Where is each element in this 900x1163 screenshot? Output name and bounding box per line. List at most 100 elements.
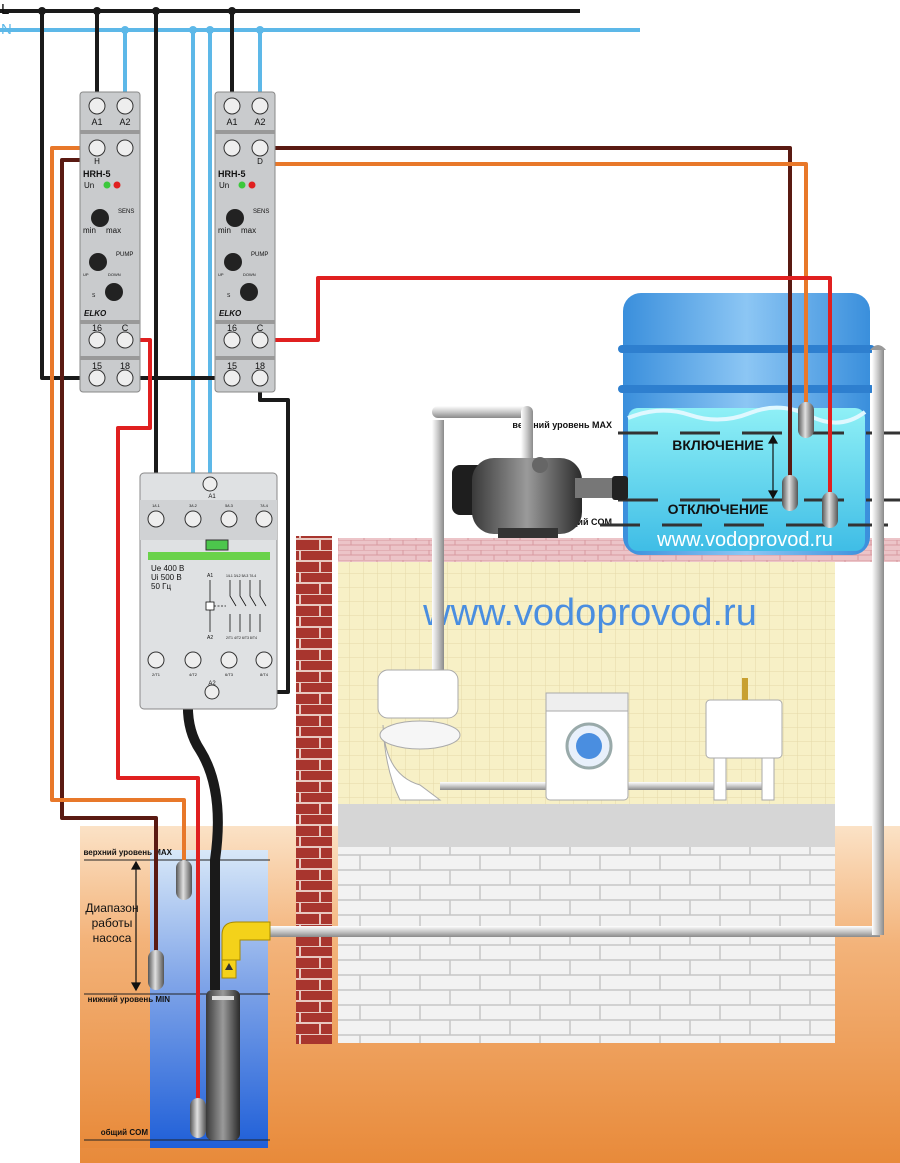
contactor-term-label-3: 5/L3 <box>225 503 234 508</box>
well-range-arrow <box>130 860 142 992</box>
relay2-label-d: D <box>257 157 263 166</box>
contactor-terminal-a2 <box>204 684 220 700</box>
relay2-label-a2: A2 <box>254 117 265 127</box>
contactor-terminal-t1 <box>147 651 165 669</box>
tank-upper-level-label: верхний уровень MAX <box>512 420 612 430</box>
tank-on-label: ВКЛЮЧЕНИЕ <box>672 437 763 453</box>
relay1-led-green <box>103 181 111 189</box>
junction-dots <box>38 7 236 15</box>
relay2-brand: ELKO <box>219 309 242 318</box>
relay1-terminal-l <box>88 139 106 157</box>
relay1-min: min <box>83 226 96 235</box>
relay2-label-a1: A1 <box>226 117 237 127</box>
contactor-terminal-a1 <box>202 476 218 492</box>
relay2-terminal-c <box>251 331 269 349</box>
relay2-model: HRH-5 <box>218 169 246 179</box>
tank-com-label: общий COM <box>559 517 612 527</box>
well-range-label-2: работы <box>92 916 133 930</box>
contactor-terminal-t4 <box>255 651 273 669</box>
relay2-label-16: 16 <box>227 323 237 333</box>
contactor-terminal-t3 <box>220 651 238 669</box>
brick-column <box>296 536 332 1044</box>
relay1-s: S <box>92 293 96 299</box>
contactor-a1-top: A1 <box>208 494 216 500</box>
relay2-pump-switch[interactable] <box>224 253 242 271</box>
relay1-terminal-a2 <box>116 97 134 115</box>
relay1-terminal-c <box>116 331 134 349</box>
relay1-pump-switch[interactable] <box>89 253 107 271</box>
relay1-pump: PUMP <box>116 252 133 258</box>
contactor-ui: Ui 500 В <box>151 573 182 582</box>
relay1-up: UP <box>83 272 89 277</box>
relay2-sens-dial[interactable] <box>226 209 244 227</box>
relay1-terminal-16 <box>88 331 106 349</box>
tank-level-lines <box>600 431 900 527</box>
basement-slab <box>338 802 835 847</box>
relay2-terminal-d <box>251 139 269 157</box>
water-tank: www.vodoprovod.ru <box>618 293 875 555</box>
contactor-indicator <box>205 539 229 551</box>
relay1-model: HRH-5 <box>83 169 111 179</box>
relay2-sens: SENS <box>253 209 269 215</box>
well-lower-label: нижний уровень MIN <box>88 995 171 1004</box>
contactor-sch-bottom: 2/T1 4/T2 6/T3 8/T4 <box>226 636 257 640</box>
well-left-wall <box>80 826 150 1148</box>
contactor-terminal-t2 <box>184 651 202 669</box>
relay2-terminal-a2 <box>251 97 269 115</box>
relay1-terminal-a1 <box>88 97 106 115</box>
level-relay-2: A1 A2 D HRH-5 Un SENS min max PUMP UP DO… <box>214 91 276 393</box>
well-com-label: общий COM <box>101 1128 149 1137</box>
relay2-led-red <box>248 181 256 189</box>
contactor-sch-a2: A2 <box>207 635 213 641</box>
relay2-terminal-18 <box>251 369 269 387</box>
relay1-sens-dial[interactable] <box>91 209 109 227</box>
contactor-hz: 50 Гц <box>151 582 171 591</box>
junction-dots-blue <box>121 26 264 34</box>
relay2-un: Un <box>219 181 229 190</box>
relay1-brand: ELKO <box>84 309 107 318</box>
contactor-terminal-l4 <box>255 510 273 528</box>
relay1-sens: SENS <box>118 209 134 215</box>
contactor-terminal-l3 <box>220 510 238 528</box>
relay2-pump: PUMP <box>251 252 268 258</box>
contactor-green-band <box>148 552 270 560</box>
tank-range-arrow <box>767 434 779 500</box>
float-switches <box>148 402 838 1138</box>
relay2-delay-dial[interactable] <box>240 283 258 301</box>
relay1-label-h: H <box>94 157 100 166</box>
relay2-label-c: C <box>257 323 264 333</box>
level-relay-1: A1 A2 H HRH-5 Un SENS min max PUMP UP DO… <box>79 91 141 393</box>
house-site-label: www.vodoprovod.ru <box>422 592 757 634</box>
neutral-label: N <box>1 21 12 38</box>
tank-off-label: ОТКЛЮЧЕНИЕ <box>668 501 769 517</box>
contactor-terminal-l2 <box>184 510 202 528</box>
contactor-ue: Ue 400 В <box>151 564 184 573</box>
well-upper-label: верхний уровень MAX <box>83 848 172 857</box>
phase-label: L <box>1 1 9 18</box>
contactor-schematic <box>205 580 267 632</box>
surface-pump <box>452 457 628 538</box>
relay1-un: Un <box>84 181 94 190</box>
washing-machine <box>545 692 629 801</box>
relay1-label-a2: A2 <box>119 117 130 127</box>
contactor-sch-a1: A1 <box>207 573 213 579</box>
contactor-a2-label: A2 <box>208 681 216 687</box>
relay1-max: max <box>106 226 121 235</box>
sink <box>705 678 783 801</box>
contactor-terminal-l1 <box>147 510 165 528</box>
contactor-term-label-2: 3/L2 <box>189 503 198 508</box>
contactor-bterm-label-1: 2/T1 <box>152 672 161 677</box>
contactor-bterm-label-2: 4/T2 <box>189 672 198 677</box>
relay1-terminal-18 <box>116 369 134 387</box>
relay1-terminal-15 <box>88 369 106 387</box>
relay1-delay-dial[interactable] <box>105 283 123 301</box>
relay2-s: S <box>227 293 231 299</box>
relay1-label-15: 15 <box>92 361 102 371</box>
contactor-term-label-1: 1/L1 <box>152 503 161 508</box>
relay2-min: min <box>218 226 231 235</box>
relay2-label-15: 15 <box>227 361 237 371</box>
submersible-pump <box>206 921 271 1140</box>
relay1-down: DOWN <box>108 272 121 277</box>
contactor-bterm-label-4: 8/T4 <box>260 672 269 677</box>
